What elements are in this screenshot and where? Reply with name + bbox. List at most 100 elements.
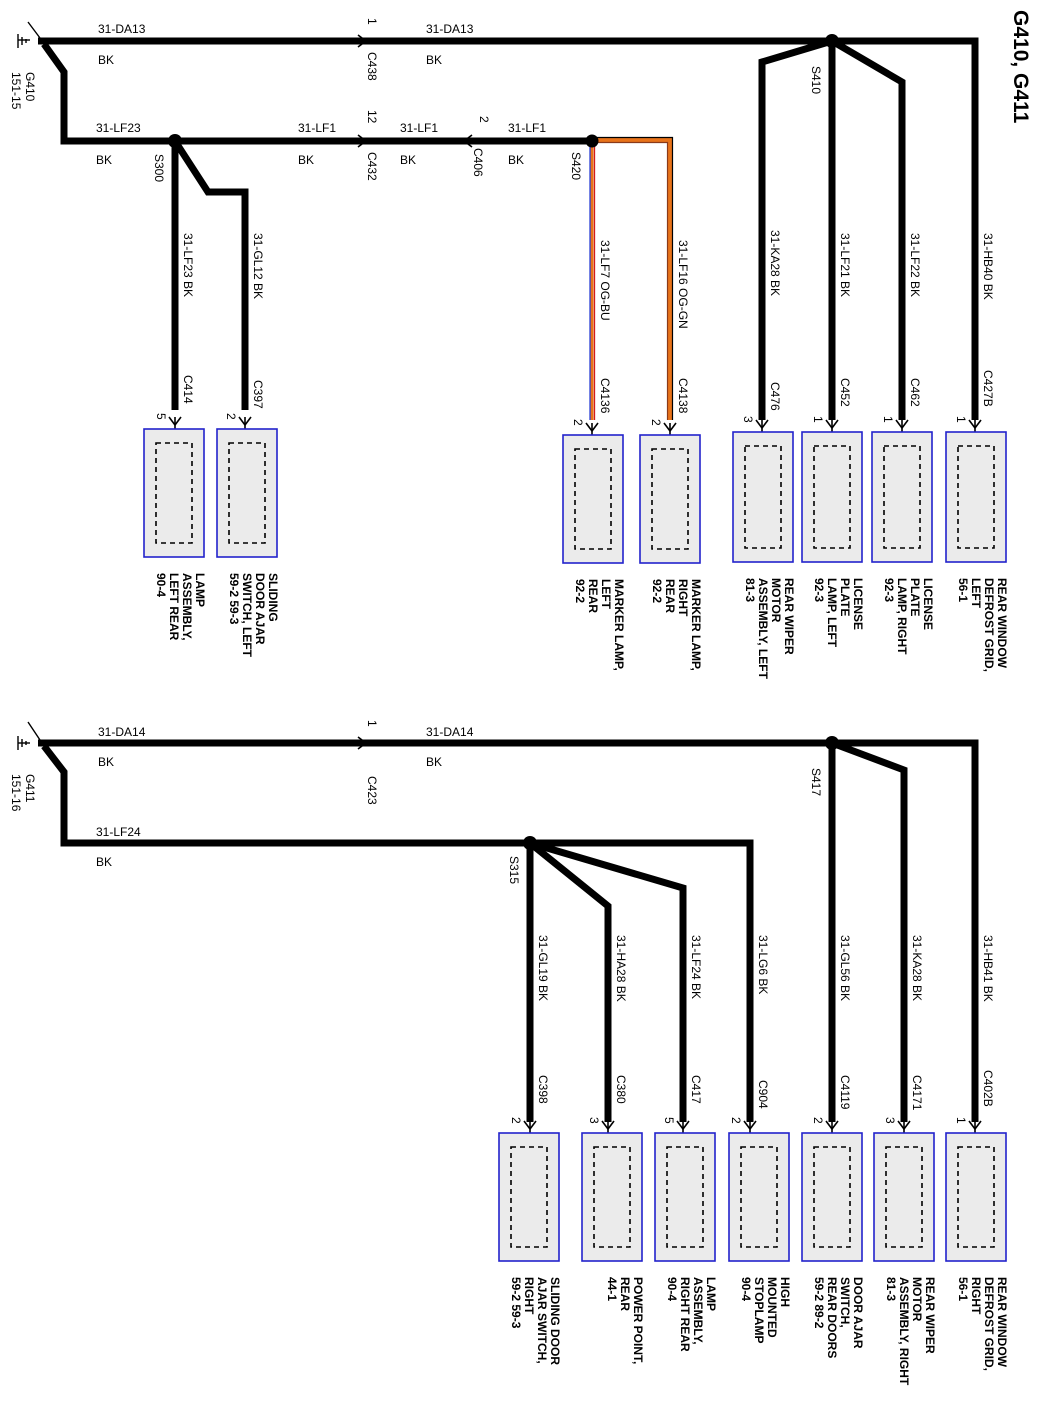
- bottom-section: G411 151-16 31-DA14 BK 31-DA14 BK 1 C423…: [9, 720, 1009, 1386]
- component-box-inner: [813, 1146, 851, 1248]
- splice-s420: [585, 134, 599, 148]
- connector-id: C476: [768, 382, 782, 411]
- ground-symbol-g410: [17, 21, 41, 48]
- component-label-line: 59-2 59-3: [509, 1277, 523, 1329]
- connector-pin: 3: [587, 1117, 601, 1124]
- wire-label: 31-HB41 BK: [981, 935, 995, 1002]
- component-box[interactable]: [801, 431, 863, 563]
- lf1-seg3-color: BK: [508, 153, 524, 167]
- branch-wire-lf23: [41, 41, 592, 145]
- component-box-inner: [740, 1146, 778, 1248]
- connector-pin: 3: [741, 416, 755, 423]
- connector-id: C402B: [981, 1070, 995, 1107]
- ground-ref: 151-15: [9, 72, 23, 110]
- connector-pin: 2: [649, 419, 663, 426]
- ground-id: G410: [23, 72, 37, 102]
- connector-id: C398: [536, 1075, 550, 1104]
- wire-label: 31-LF24 BK: [689, 935, 703, 999]
- component-label-line: PLATE: [908, 578, 922, 616]
- connector-c432-pin: 12: [365, 110, 379, 124]
- component-label-line: AJAR SWITCH,: [535, 1277, 549, 1364]
- ground-ref: 151-16: [9, 774, 23, 812]
- connector-c423-pin: 1: [365, 720, 379, 727]
- splice-s315-label: S315: [507, 856, 521, 884]
- component-box[interactable]: [654, 1132, 716, 1262]
- connector-id: C417: [689, 1075, 703, 1104]
- component-box[interactable]: [216, 428, 278, 558]
- component-label-line: MOTOR: [769, 578, 783, 623]
- connector-id: C452: [838, 378, 852, 407]
- component-box[interactable]: [873, 1132, 935, 1262]
- component-label-line: DEFROST GRID,: [982, 578, 996, 672]
- lf1-seg3-circuit: 31-LF1: [508, 121, 546, 135]
- lf1-seg2-color: BK: [400, 153, 416, 167]
- component-label-line: MOUNTED: [765, 1277, 779, 1338]
- connector-pin: 2: [811, 1117, 825, 1124]
- component-label-line: LAMP: [704, 1277, 718, 1311]
- component-label-line: LAMP, RIGHT: [895, 578, 909, 655]
- component-box-inner: [574, 448, 612, 550]
- splice-s410-label: S410: [809, 66, 823, 94]
- component-box[interactable]: [728, 1132, 790, 1262]
- connector-c438-symbol: [357, 34, 368, 48]
- wire-lf24-down: [529, 839, 687, 1122]
- wire-label: 31-HA28 BK: [614, 935, 628, 1002]
- component-label-line: 56-1: [956, 1277, 970, 1301]
- connector-id: C4119: [838, 1075, 852, 1110]
- component-label-line: DEFROST GRID,: [982, 1277, 996, 1371]
- wire-label: 31-GL12 BK: [251, 233, 265, 299]
- wire-label: 31-GL19 BK: [536, 935, 550, 1001]
- component-box[interactable]: [562, 434, 624, 564]
- component-label-line: SWITCH, LEFT: [240, 573, 254, 658]
- component-box[interactable]: [871, 431, 933, 563]
- component-label-line: REAR WIPER: [923, 1277, 937, 1354]
- component-box[interactable]: [945, 1132, 1007, 1262]
- component-label-line: 59-2 89-2: [812, 1277, 826, 1329]
- component-box[interactable]: [581, 1132, 643, 1262]
- connector-c406-id: C406: [471, 148, 485, 177]
- component-label-line: 90-4: [665, 1277, 679, 1301]
- lf1-seg1-circuit: 31-LF1: [298, 121, 336, 135]
- component-label-line: RIGHT: [522, 1277, 536, 1315]
- main-wire-color-right: BK: [426, 53, 442, 67]
- wire-label: 31-LF16 OG-GN: [676, 240, 690, 329]
- component-label-line: SLIDING: [266, 573, 280, 622]
- main-wire-color-right: BK: [426, 755, 442, 769]
- component-label-line: SWITCH,: [838, 1277, 852, 1328]
- connector-pin: 1: [881, 416, 895, 423]
- component-box[interactable]: [639, 434, 701, 564]
- component-box-inner: [744, 445, 782, 549]
- connector-c406-pin: 2: [477, 116, 491, 123]
- wire-lf22: [830, 37, 906, 420]
- component-box[interactable]: [732, 431, 794, 563]
- component-box[interactable]: [801, 1132, 863, 1262]
- component-label-line: MARKER LAMP,: [612, 579, 626, 671]
- component-box-inner: [228, 442, 266, 544]
- component-box[interactable]: [945, 431, 1007, 563]
- component-label-line: DOOR AJAR: [851, 1277, 865, 1349]
- component-box-inner: [510, 1146, 548, 1248]
- component-box-inner: [957, 1146, 995, 1248]
- component-label-line: SLIDING DOOR: [548, 1277, 562, 1365]
- component-box[interactable]: [143, 428, 205, 558]
- main-wire-color-left: BK: [98, 755, 114, 769]
- component-box[interactable]: [498, 1132, 560, 1262]
- branch-wire-color: BK: [96, 153, 112, 167]
